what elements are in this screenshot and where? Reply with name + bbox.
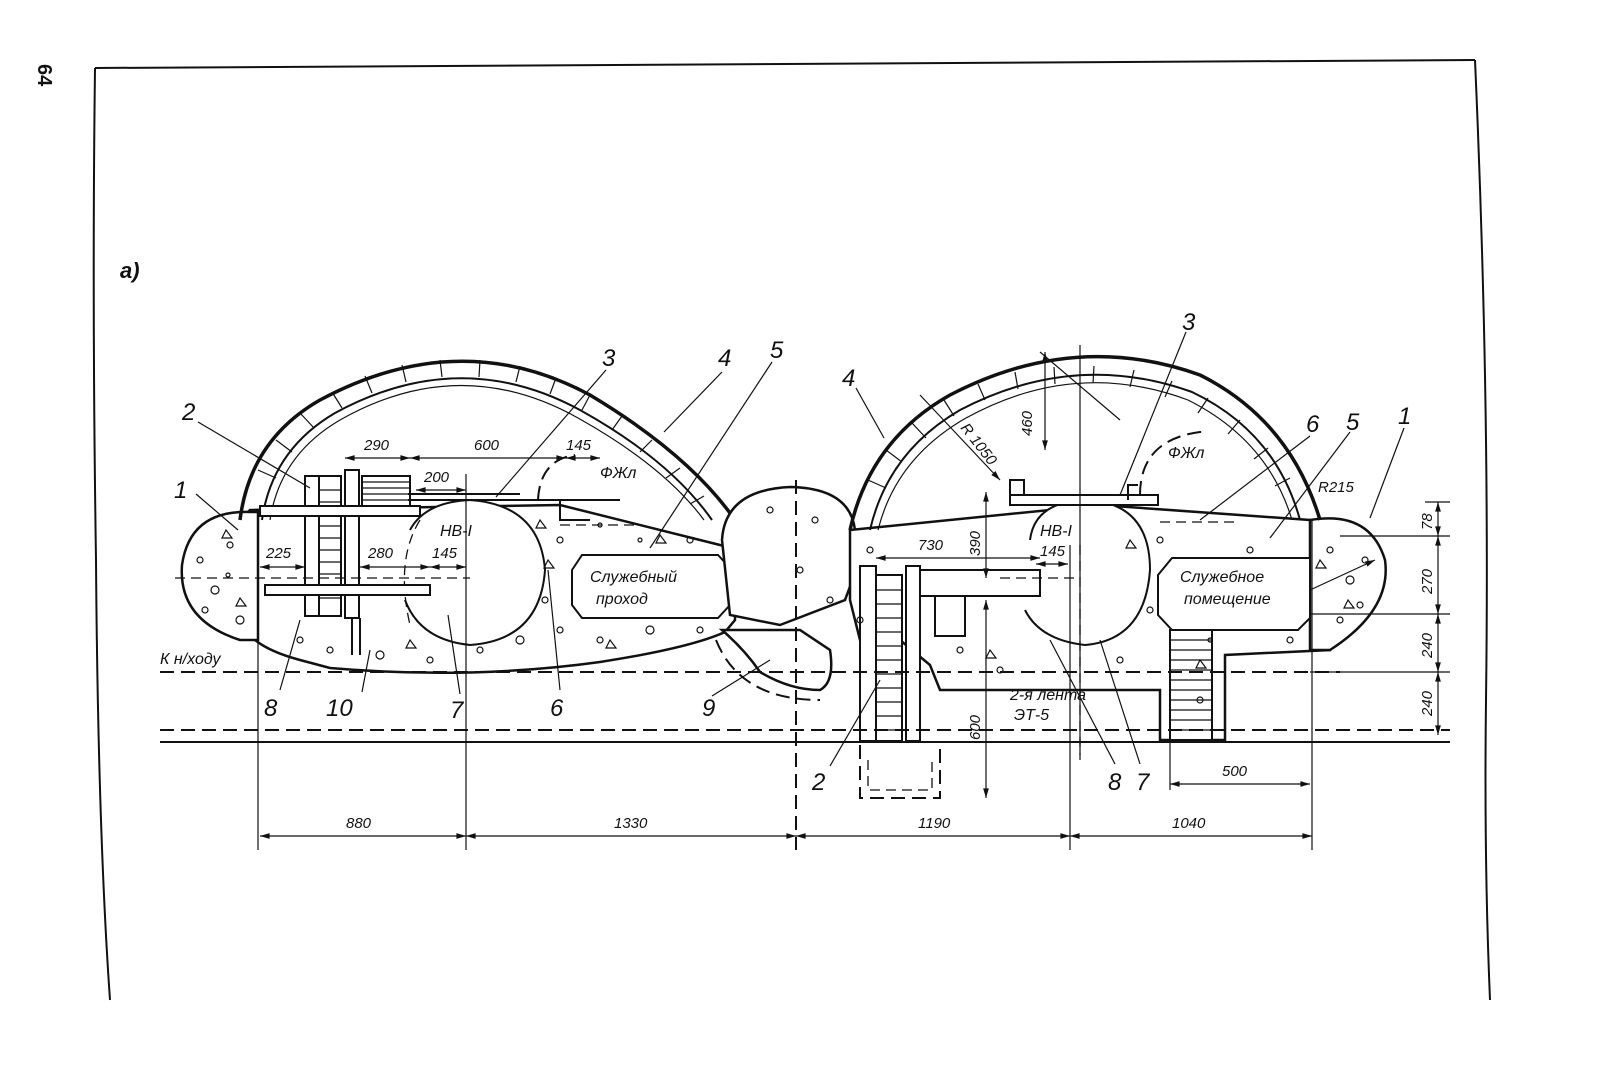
dim-145-right: 145 [1040,543,1066,560]
dim-270: 270 [1419,568,1436,595]
right-escalator [859,479,1159,799]
right-vault-joints [867,365,1291,489]
dim-880: 880 [346,815,372,832]
callout-2-right: 2 [811,769,825,796]
fzhl-right-label: ФЖл [1168,445,1204,462]
dim-600-vert: 600 [967,714,984,740]
middle-lower-lobe [718,628,833,692]
dim-240-a: 240 [1419,632,1436,659]
service-room-box [1157,557,1311,631]
dim-390: 390 [967,530,984,556]
dim-1040: 1040 [1172,815,1206,832]
left-side-lobe [180,510,260,642]
dim-145-mid: 145 [432,545,458,562]
callout-6-left: 6 [550,695,564,722]
callout-8-right: 8 [1108,769,1122,796]
left-escalator [259,469,620,655]
dimension-lines [260,351,1450,839]
belt-label-2: ЭТ-5 [1014,707,1049,724]
service-passage-label-1: Служебный [590,569,677,586]
dim-600-top: 600 [474,437,500,454]
figure-label: а) [120,258,140,283]
callout-4-right: 4 [842,365,855,392]
callout-6-right: 6 [1306,411,1320,438]
dim-78: 78 [1419,513,1436,530]
callout-7-left: 7 [450,697,465,724]
fzhl-left-label: ФЖл [600,465,636,482]
dim-225: 225 [265,545,292,562]
callout-1-left: 1 [174,477,187,504]
callout-2-left: 2 [181,399,195,426]
dim-280: 280 [367,545,394,562]
page-number: 64 [33,64,55,87]
callout-leaders [195,331,1405,767]
middle-upper-lobe [720,485,862,627]
callout-10: 10 [326,695,353,722]
right-side-lobe [1308,517,1387,652]
page-frame [92,59,1491,1001]
callout-5-left: 5 [770,337,784,364]
belt-label-1: 2-я лента [1009,687,1086,704]
left-vault-inner1 [261,377,713,521]
dim-145-top: 145 [566,437,592,454]
callout-7-right: 7 [1136,769,1151,796]
left-vault-joints [257,359,705,505]
dim-r215: R215 [1318,479,1355,496]
dim-730: 730 [918,537,944,554]
text-labels: ФЖл ФЖл НВ-I НВ-I Служебный проход Служе… [160,445,1271,724]
dim-1190: 1190 [918,815,951,832]
dim-r1050: R 1050 [957,420,1001,469]
service-passage-label-2: проход [596,591,648,608]
left-concrete-texture [196,518,704,664]
nv-right-label: НВ-I [1040,523,1073,540]
middle-lobes [715,485,862,701]
right-service-stairs [1169,629,1213,741]
nv-left-label: НВ-I [440,523,473,540]
callout-9: 9 [702,695,715,722]
right-tunnel [766,354,1387,799]
callout-1-right: 1 [1398,403,1411,430]
dim-460: 460 [1019,410,1036,436]
callouts: 1 2 3 4 5 6 7 8 9 10 4 3 6 5 1 2 8 7 [174,309,1411,796]
right-concrete-texture [766,506,1369,704]
right-vault-outer [848,354,1322,531]
left-vault-outer [238,359,737,521]
callout-8-left: 8 [264,695,278,722]
callout-3-right: 3 [1182,309,1196,336]
k-khodu-label: К н/ходу [160,651,222,668]
service-room-label-2: помещение [1184,591,1271,608]
right-machine-circle [1024,498,1152,647]
callout-4-left: 4 [718,345,731,372]
dim-1330: 1330 [614,815,648,832]
service-passage-box [571,554,731,619]
dim-200: 200 [423,469,450,486]
dim-500: 500 [1222,763,1248,780]
callout-5-right: 5 [1346,409,1360,436]
left-tunnel [180,359,737,675]
left-vault-inner2 [269,384,705,521]
service-room-label-1: Служебное [1180,569,1264,586]
dim-290: 290 [363,437,390,454]
left-machine-circle [404,498,547,647]
callout-3-left: 3 [602,345,616,372]
left-fzhl-pipe [537,454,576,501]
dim-240-b: 240 [1419,690,1436,717]
